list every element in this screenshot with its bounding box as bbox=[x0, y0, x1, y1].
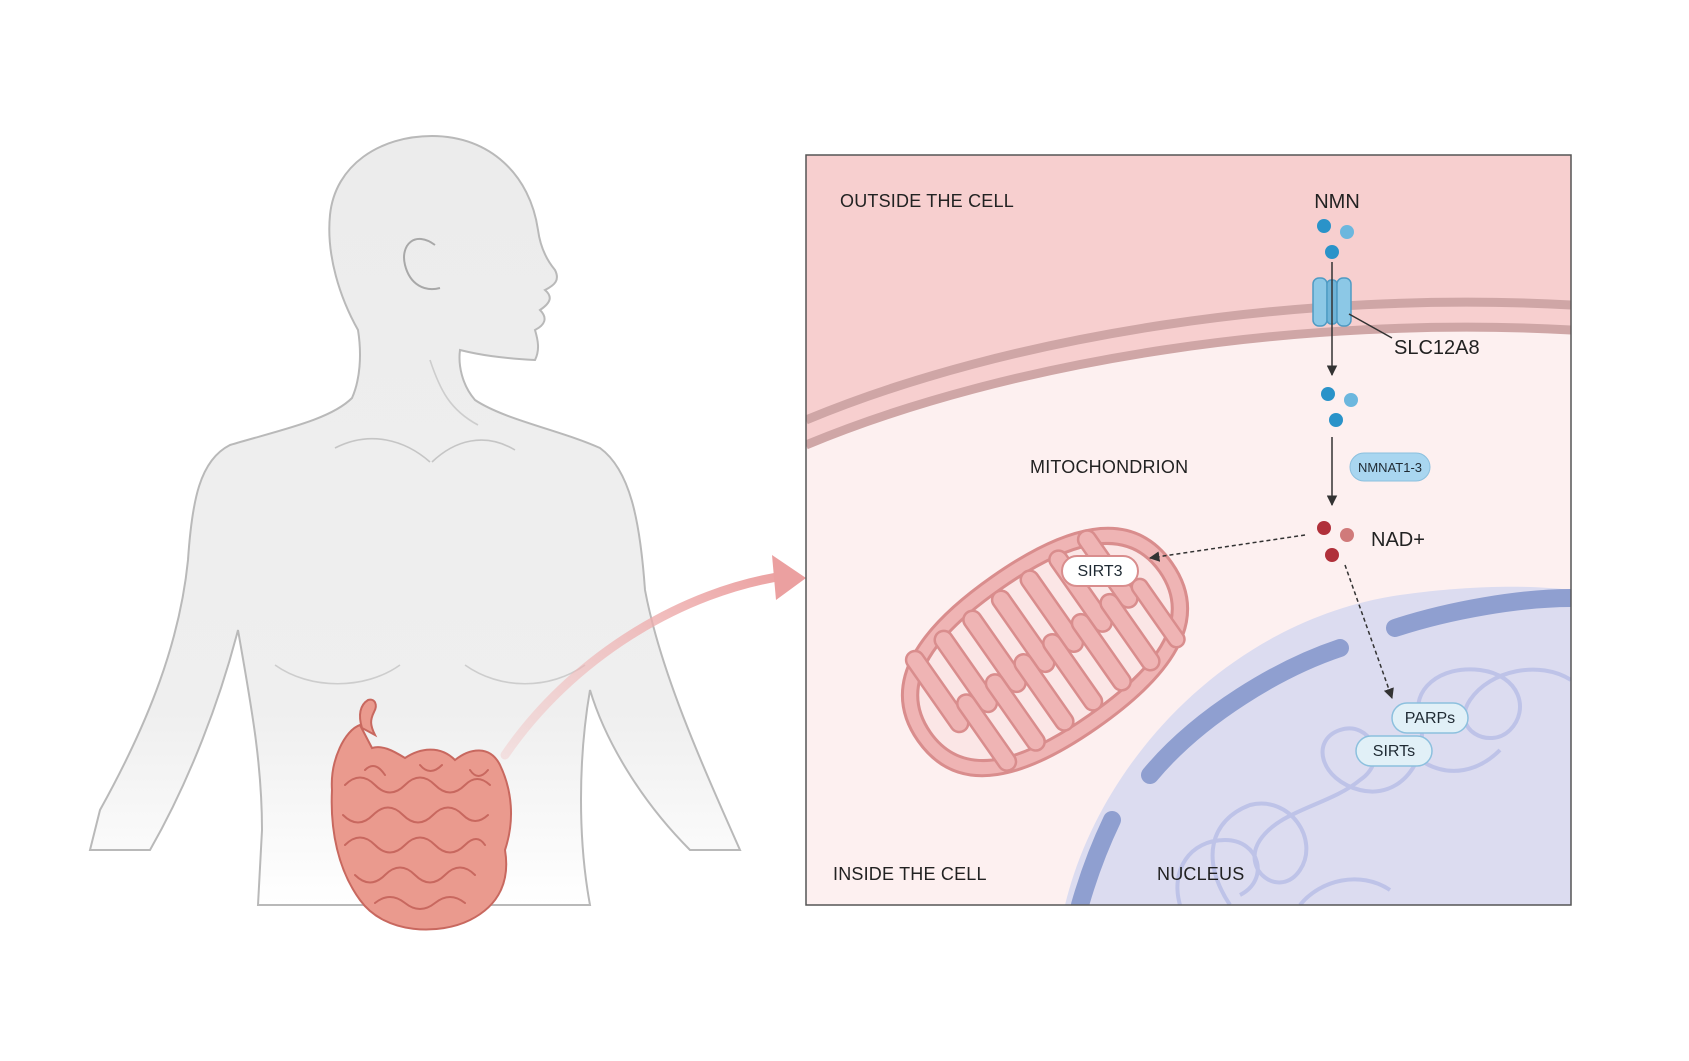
nuclear-envelope-seg-1 bbox=[1071, 811, 1121, 905]
nad-label: NAD+ bbox=[1371, 529, 1425, 551]
arrow-to-parps bbox=[1344, 564, 1394, 699]
cell-panel: NMNAT1-3 SIRT3 PARPs SIRTs OUTSIDE THE C… bbox=[805, 154, 1572, 906]
intestine-icon bbox=[330, 698, 513, 931]
human-body-figure bbox=[88, 134, 806, 931]
panel-border bbox=[805, 154, 1572, 906]
ear-outline bbox=[403, 238, 441, 290]
sirt3-label: SIRT3 bbox=[1077, 563, 1122, 580]
sirt3-badge: SIRT3 bbox=[1061, 555, 1139, 587]
zoom-arrow-shaft bbox=[500, 570, 795, 760]
mitochondrion-cristae bbox=[904, 529, 1186, 772]
nucleus-label: NUCLEUS bbox=[1157, 864, 1244, 884]
slc12a8-label: SLC12A8 bbox=[1394, 337, 1480, 359]
collarbone-lines bbox=[334, 437, 516, 463]
arrow-to-sirt3 bbox=[1148, 534, 1306, 562]
zoom-arrow-head bbox=[772, 555, 806, 600]
neck-line bbox=[429, 359, 479, 426]
outside-cell-label: OUTSIDE THE CELL bbox=[840, 191, 1014, 211]
nad-molecules bbox=[1317, 521, 1354, 562]
nmnat-label: NMNAT1-3 bbox=[1358, 460, 1422, 475]
cell-membrane-outer bbox=[806, 297, 1571, 425]
sirts-label: SIRTs bbox=[1373, 743, 1415, 760]
nmn-molecules-outside bbox=[1317, 219, 1354, 259]
nuclear-envelope-seg-2 bbox=[1141, 639, 1349, 784]
parps-label: PARPs bbox=[1405, 710, 1455, 727]
inside-cell-label: INSIDE THE CELL bbox=[833, 864, 987, 884]
nuclear-envelope-seg-3 bbox=[1386, 589, 1571, 637]
sirts-badge: SIRTs bbox=[1355, 735, 1433, 767]
cell-membrane-inner bbox=[806, 322, 1571, 450]
parps-badge: PARPs bbox=[1391, 702, 1469, 734]
mitochondrion-label: MITOCHONDRION bbox=[1030, 457, 1188, 477]
mitochondrion bbox=[900, 526, 1190, 778]
body-silhouette bbox=[88, 134, 742, 906]
nucleus-region bbox=[1065, 586, 1571, 905]
nmn-label: NMN bbox=[1314, 191, 1360, 213]
chest-lines bbox=[274, 664, 586, 685]
nmnat-badge: NMNAT1-3 bbox=[1349, 452, 1431, 482]
chromatin bbox=[1175, 667, 1571, 905]
nmn-molecules-inside bbox=[1321, 387, 1358, 427]
